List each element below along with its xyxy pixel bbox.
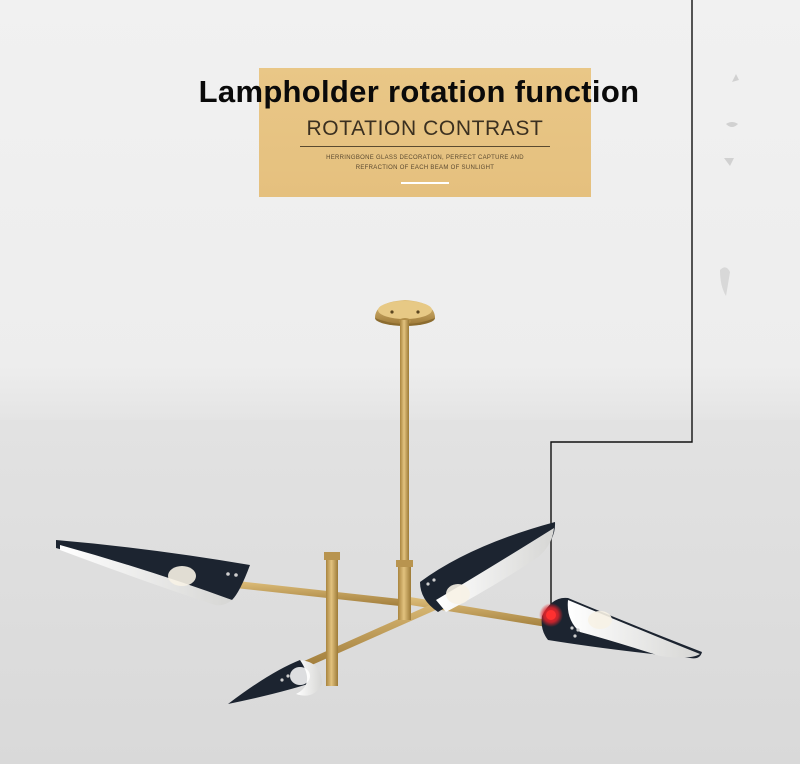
panel-accent-dash: [401, 182, 449, 184]
arm-upper-right: [302, 595, 456, 668]
panel-subtitle: ROTATION CONTRAST: [306, 117, 544, 140]
center-stem: [324, 552, 413, 686]
lamp-shade-upper-right: [420, 522, 556, 612]
headline: Lampholder rotation function: [198, 74, 640, 109]
lamp-shade-right: [541, 597, 702, 659]
down-rod: [400, 320, 409, 610]
title-panel: [259, 68, 591, 197]
wall-decor: [720, 74, 739, 296]
panel-caption-line-2: REFRACTION OF EACH BEAM OF SUNLIGHT: [355, 165, 495, 171]
lamp-shade-bottom: [228, 660, 322, 704]
panel-caption-line-1: HERRINGBONE GLASS DECORATION, PERFECT CA…: [326, 155, 524, 161]
lamp-shade-left: [56, 540, 250, 606]
callout-line: [550, 0, 693, 615]
arm-left-upper: [226, 580, 409, 607]
panel-divider: [300, 146, 550, 147]
